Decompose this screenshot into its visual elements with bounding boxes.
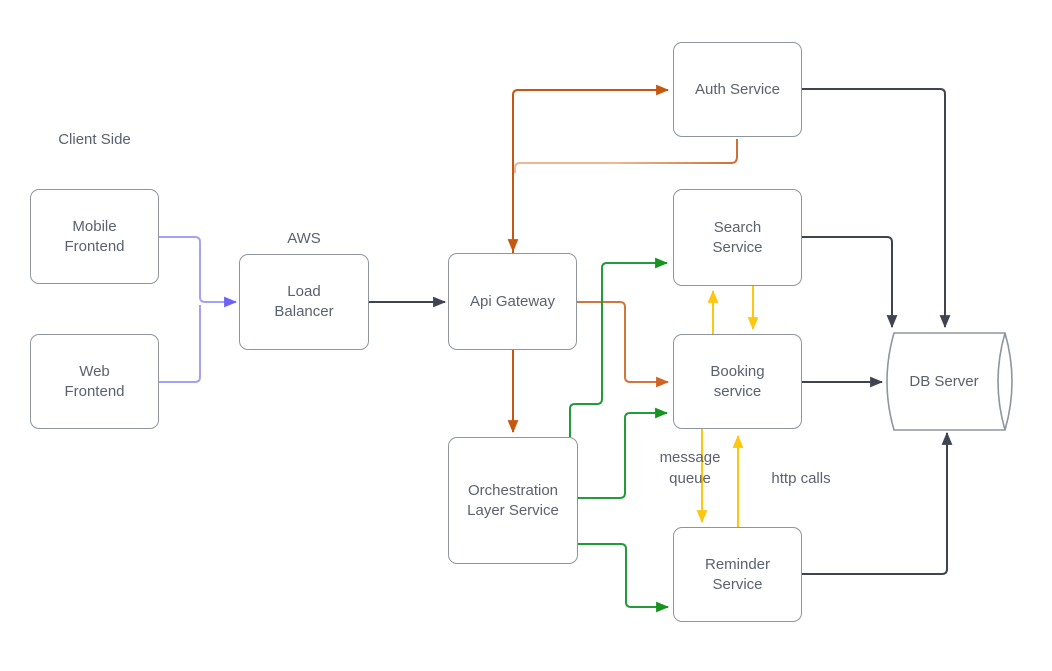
edge-search-to-db[interactable]	[802, 236, 898, 329]
node-label: Booking service	[710, 362, 765, 400]
node-label: Search Service	[712, 218, 763, 256]
node-load-balancer[interactable]: Load Balancer	[239, 254, 369, 350]
node-label: DB Server	[909, 372, 979, 390]
node-label: Mobile Frontend	[64, 217, 125, 255]
client-side-label: Client Side	[58, 131, 131, 148]
edge-mobile-to-load-balancer[interactable]	[156, 236, 238, 308]
node-mobile-frontend[interactable]: Mobile Frontend	[30, 189, 159, 284]
node-label: Web Frontend	[64, 362, 125, 400]
node-booking-service[interactable]: Booking service	[673, 334, 802, 429]
edge-reminder-to-db[interactable]	[802, 431, 953, 575]
edge-orchestration-to-search[interactable]	[569, 257, 669, 437]
edge-auth-to-api-gateway-return[interactable]	[514, 139, 738, 173]
node-label: Auth Service	[694, 80, 781, 98]
edge-orchestration-to-booking[interactable]	[578, 407, 669, 499]
node-search-service[interactable]: Search Service	[673, 189, 802, 286]
edge-orchestration-to-reminder[interactable]	[578, 543, 670, 613]
node-label: Load Balancer	[274, 283, 334, 320]
http-calls-label: http calls	[771, 470, 831, 487]
node-reminder-service[interactable]: Reminder Service	[673, 527, 802, 622]
node-auth-service[interactable]: Auth Service	[673, 42, 802, 137]
node-api-gateway[interactable]: Api Gateway	[448, 253, 577, 350]
db-server-label-wrap: DB Server	[886, 333, 1002, 430]
node-label: Reminder Service	[704, 555, 771, 593]
db-cylinder-seam	[997, 332, 1006, 431]
edge-api-gateway-to-auth[interactable]	[512, 84, 670, 253]
node-orchestration-layer-service[interactable]: Orchestration Layer Service	[448, 437, 578, 564]
edge-auth-to-db[interactable]	[802, 88, 951, 329]
node-label: Orchestration Layer Service	[467, 481, 559, 519]
node-web-frontend[interactable]: Web Frontend	[30, 334, 159, 429]
node-db-server[interactable]	[886, 332, 1013, 431]
aws-label: AWS	[287, 230, 321, 247]
edge-api-gateway-to-booking[interactable]	[577, 301, 670, 388]
message-queue-label: message queue	[659, 449, 721, 487]
edge-web-to-load-balancer[interactable]	[156, 305, 201, 383]
node-label: Api Gateway	[469, 292, 556, 310]
